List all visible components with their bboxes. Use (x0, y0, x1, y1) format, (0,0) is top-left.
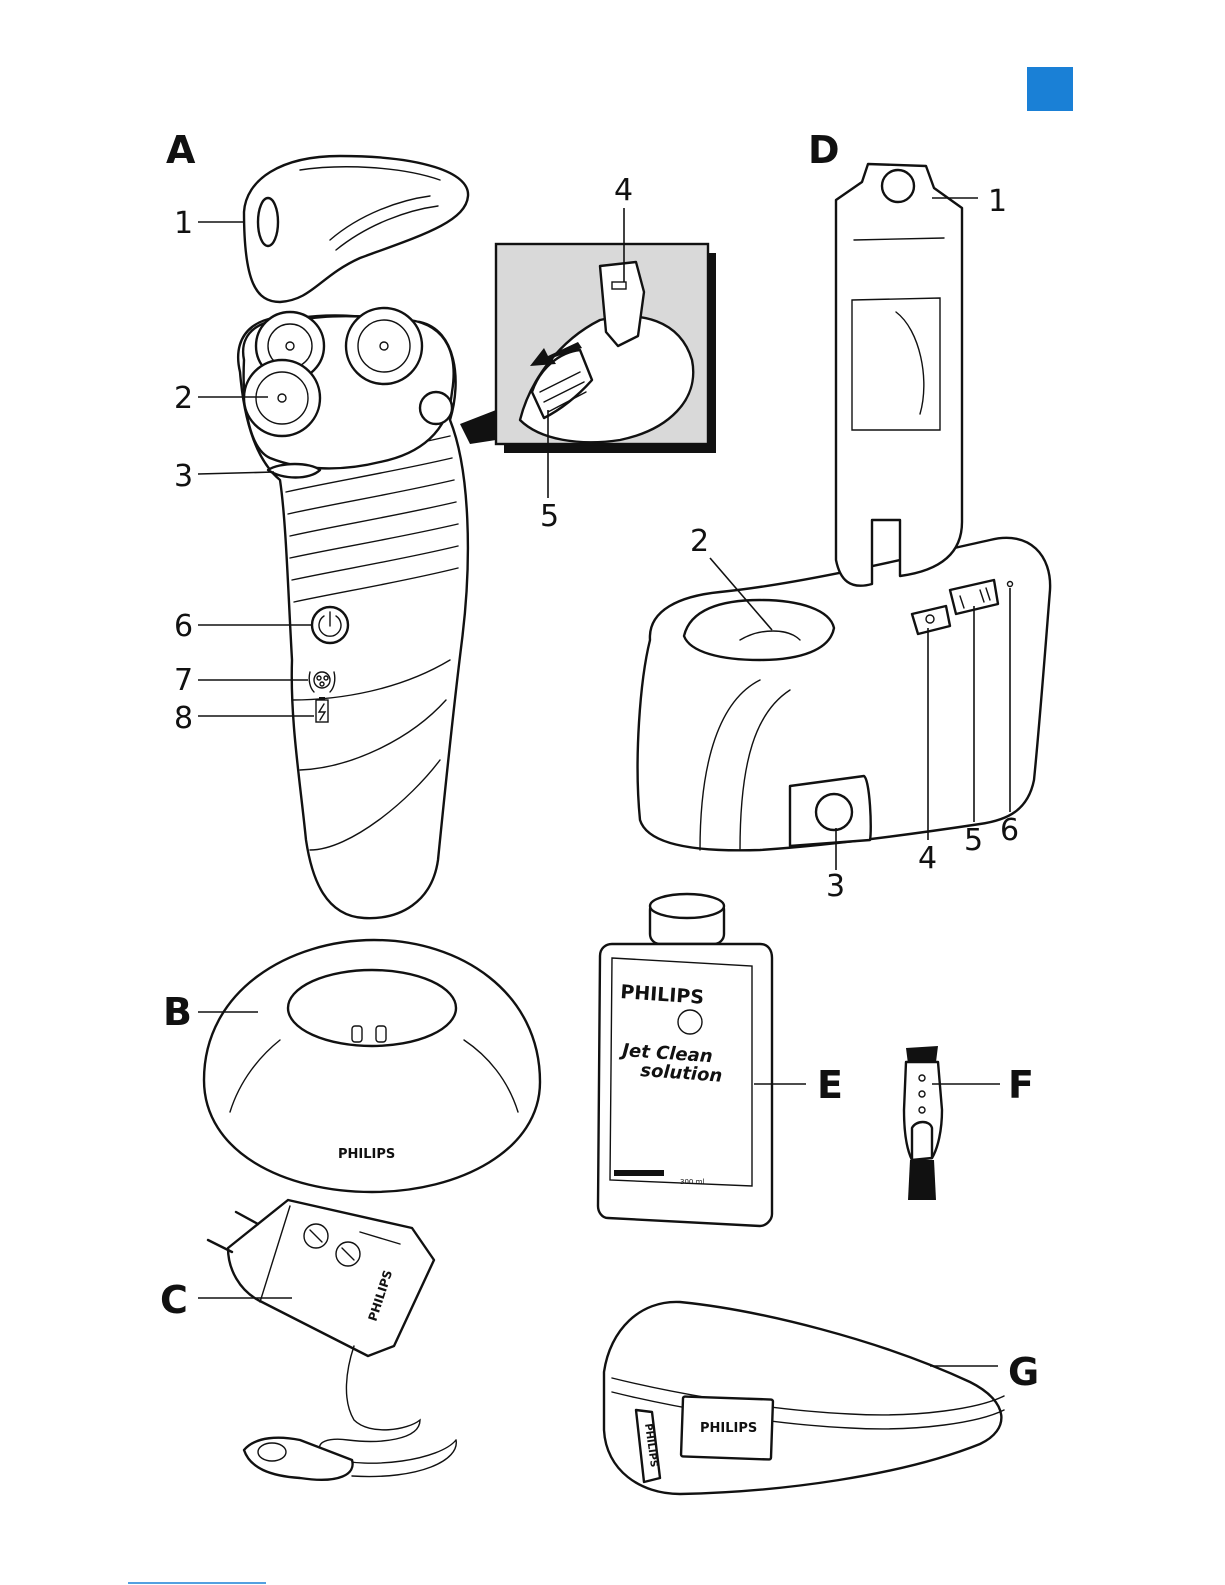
cleaning-brush (904, 1046, 1000, 1200)
callout-inset-5: 5 (540, 499, 559, 534)
callout-a-1: 1 (174, 206, 193, 241)
cleaning-solution-bottle: PHILIPS Jet Clean solution 300 ml (598, 894, 806, 1226)
callout-d-4: 4 (918, 841, 937, 876)
callout-a-3: 3 (174, 459, 193, 494)
section-letter-a: A (166, 128, 196, 172)
section-letter-c: C (160, 1278, 188, 1322)
bottle-volume-label: 300 ml (680, 1178, 704, 1186)
callout-a-6: 6 (174, 609, 193, 644)
section-letter-d: D (808, 128, 840, 172)
section-letter-g: G (1008, 1350, 1039, 1394)
section-letter-f: F (1008, 1063, 1034, 1107)
section-letter-e: E (817, 1063, 843, 1107)
callout-a-8: 8 (174, 701, 193, 736)
callout-d-1: 1 (988, 184, 1007, 219)
callout-d-6: 6 (1000, 813, 1019, 848)
callout-inset-4: 4 (614, 173, 633, 208)
callout-d-3: 3 (826, 869, 845, 904)
protection-cap (244, 156, 468, 302)
stand-brand-label: PHILIPS (338, 1147, 395, 1162)
charging-stand: PHILIPS (198, 940, 540, 1192)
callout-d-5: 5 (964, 823, 983, 858)
language-tab (1027, 67, 1073, 111)
trimmer-inset: 4 5 (460, 173, 716, 534)
power-adapter: PHILIPS (198, 1200, 456, 1480)
callout-a-7: 7 (174, 663, 193, 698)
shaver-body (238, 308, 468, 918)
callout-a-2: 2 (174, 381, 193, 416)
callout-d-2: 2 (690, 524, 709, 559)
section-letter-b: B (163, 990, 192, 1034)
pouch-brand-label: PHILIPS (700, 1421, 757, 1436)
travel-pouch: PHILIPS PHILIPS (604, 1302, 1004, 1494)
